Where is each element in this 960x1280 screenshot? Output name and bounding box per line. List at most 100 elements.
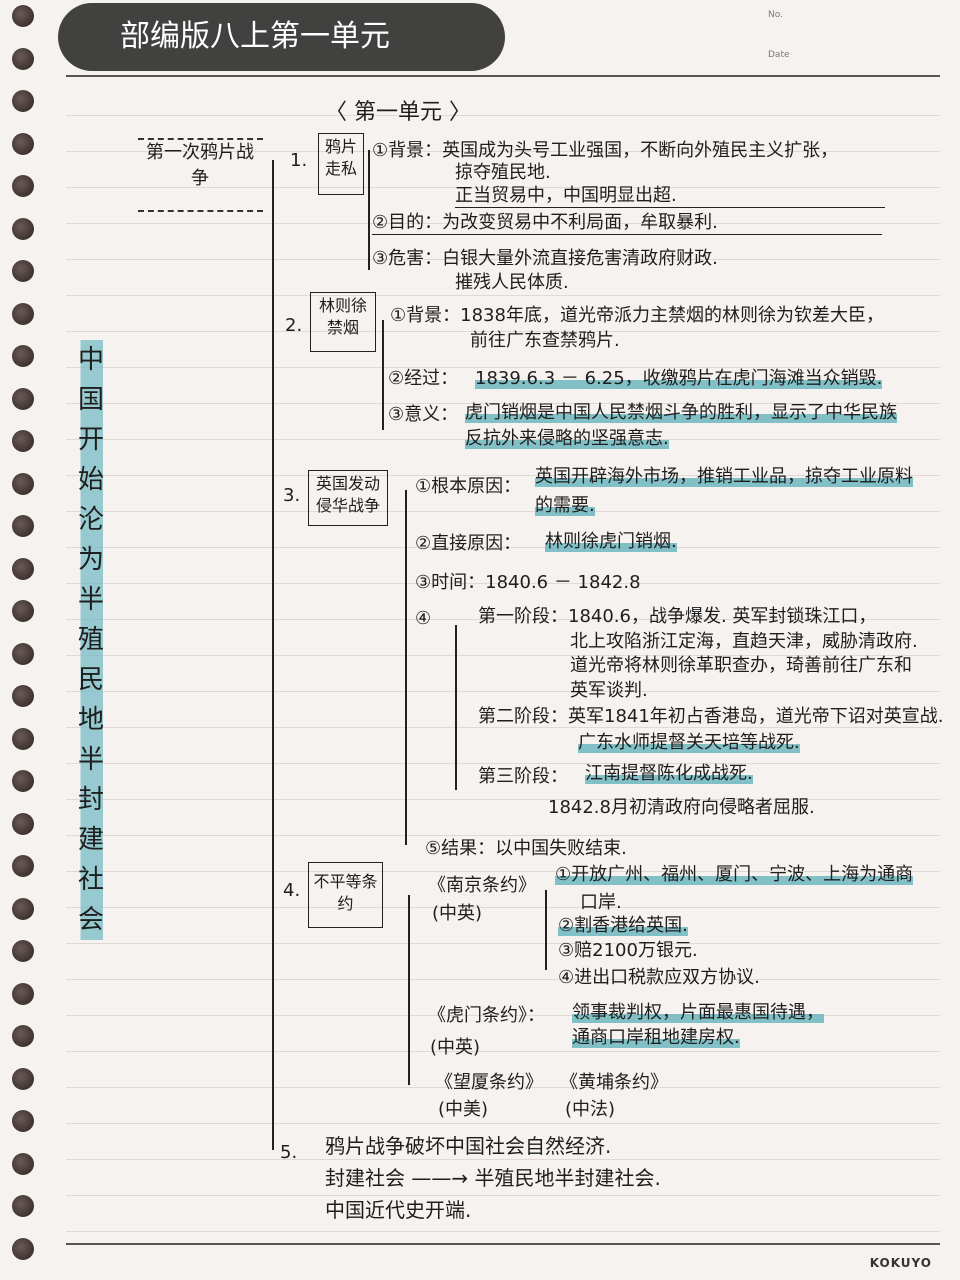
vertical-theme: 中国开始沦为半殖民地半封建社会: [76, 340, 106, 940]
binding-hole: [12, 387, 34, 410]
section-2-box: 林则徐禁烟: [310, 292, 376, 352]
bracket-3: [405, 490, 407, 845]
bracket-nanjing: [545, 890, 547, 970]
binding-hole: [12, 5, 34, 27]
s2-line: ②经过：: [388, 368, 459, 389]
binding-hole: [12, 515, 34, 537]
binding-hole: [12, 982, 34, 1005]
s3-line: 第一阶段：1840.6，战争爆发. 英军封锁珠江口，: [478, 606, 877, 627]
s4-line: 《南京条约》: [428, 875, 536, 896]
no-label: No.: [768, 10, 783, 20]
s4-line: 《虎门条约》：: [428, 1005, 545, 1026]
s2-line: 1839.6.3 － 6.25，收缴鸦片在虎门海滩当众销毁.: [475, 368, 883, 390]
s4-line: ④进出口税款应双方协议.: [558, 967, 760, 988]
binding-hole: [12, 727, 34, 750]
s4-line: (中英): [432, 903, 483, 924]
binding-hole: [12, 770, 34, 792]
s4-line: 通商口岸租地建房权.: [572, 1027, 740, 1049]
s4-line: (中英): [430, 1037, 481, 1058]
s3-line: 广东水师提督关天培等战死.: [578, 732, 800, 754]
bracket-1: [368, 150, 370, 270]
bracket-phases: [455, 625, 457, 790]
s3-line: ④: [415, 608, 432, 629]
s4-line: 《黄埔条约》: [560, 1072, 668, 1093]
s4-line: (中法): [565, 1099, 616, 1120]
s4-line: ②割香港给英国.: [558, 915, 688, 937]
binding-hole: [12, 1067, 34, 1090]
s5-line: 鸦片战争破坏中国社会自然经济.: [325, 1134, 612, 1158]
binding-hole: [12, 430, 34, 452]
s2-line: 反抗外来侵略的坚强意志.: [465, 428, 669, 450]
s2-line: 前往广东查禁鸦片.: [470, 330, 620, 351]
s1-line: ①背景：英国成为头号工业强国，不断向外殖民主义扩张，: [372, 140, 839, 161]
binding-hole: [12, 472, 34, 495]
section-2-number: 2.: [285, 315, 303, 336]
s1-line: ③危害：白银大量外流直接危害清政府财政.: [372, 248, 718, 269]
s3-line: 第二阶段：英军1841年初占香港岛，道光帝下诏对英宣战.: [478, 706, 944, 727]
trunk-line: [272, 160, 274, 1150]
s3-line: 北上攻陷浙江定海，直趋天津，威胁清政府.: [570, 631, 918, 652]
s4-line: 口岸.: [580, 892, 622, 913]
binding-hole: [12, 600, 34, 622]
section-3-box: 英国发动侵华战争: [308, 470, 388, 526]
s3-line: ③时间：1840.6 － 1842.8: [415, 572, 641, 593]
side-topic: 第一次鸦片战争: [146, 142, 254, 189]
s3-line: 英军谈判.: [570, 680, 648, 701]
binding-hole: [12, 302, 34, 325]
s3-line: 林则徐虎门销烟.: [545, 531, 677, 553]
section-5-number: 5.: [280, 1142, 298, 1163]
s3-line: ①根本原因：: [415, 476, 522, 497]
section-1-box: 鸦片走私: [318, 133, 364, 195]
s3-line: 道光帝将林则徐革职查办，琦善前往广东和: [570, 655, 912, 676]
s4-line: ①开放广州、福州、厦门、宁波、上海为通商: [555, 864, 914, 886]
binding-hole: [12, 940, 34, 962]
section-4-box: 不平等条约: [308, 862, 383, 928]
section-3-number: 3.: [283, 485, 301, 506]
s4-line: 《望厦条约》: [435, 1072, 543, 1093]
binding-hole: [12, 260, 34, 282]
wavy-line-bottom: [138, 210, 263, 218]
binding-hole: [12, 217, 34, 240]
overlay-label: 部编版八上第一单元: [58, 3, 505, 71]
binding-hole: [12, 897, 34, 920]
wavy-line-top: [138, 138, 263, 146]
bracket-4: [408, 895, 410, 1085]
s1-line: ②目的：为改变贸易中不利局面，牟取暴利.: [372, 212, 882, 235]
s4-line: (中美): [438, 1099, 489, 1120]
bracket-2: [382, 320, 384, 430]
binding-hole: [12, 47, 34, 70]
binding-hole: [12, 557, 34, 580]
brand-logo: KOKUYO: [869, 1256, 932, 1270]
binding-hole: [12, 1237, 34, 1260]
s2-line: ③意义：: [388, 404, 459, 425]
date-label: Date: [768, 50, 790, 60]
binding-hole: [12, 1152, 34, 1175]
binding-hole: [12, 685, 34, 707]
top-rule: [66, 75, 940, 77]
s3-line: 1842.8月初清政府向侵略者屈服.: [548, 797, 815, 818]
s3-line: 江南提督陈化成战死.: [585, 763, 753, 785]
s4-line: ③赔2100万银元.: [558, 940, 698, 961]
bottom-rule: [66, 1243, 940, 1245]
binding-hole: [12, 175, 34, 197]
s5-line: 封建社会 ——→ 半殖民地半封建社会.: [325, 1166, 661, 1190]
binding-hole: [12, 132, 34, 155]
s5-line: 中国近代史开端.: [325, 1198, 472, 1222]
binding-hole: [12, 345, 34, 367]
binding-hole: [12, 1110, 34, 1132]
s3-line: ⑤结果：以中国失败结束.: [425, 838, 627, 859]
s2-line: 虎门销烟是中国人民禁烟斗争的胜利，显示了中华民族: [465, 402, 897, 424]
ruled-lines: [66, 80, 940, 1240]
binding-hole: [12, 812, 34, 835]
s3-line: 第三阶段：: [478, 766, 568, 787]
unit-title: 〈 第一单元 〉: [325, 100, 471, 125]
s2-line: ①背景：1838年底，道光帝派力主禁烟的林则徐为钦差大臣，: [390, 305, 884, 326]
s4-line: 领事裁判权，片面最惠国待遇，: [572, 1002, 824, 1024]
s1-line: 摧残人民体质.: [455, 272, 569, 293]
section-4-number: 4.: [283, 880, 301, 901]
binding-hole: [12, 1195, 34, 1217]
s3-line: 英国开辟海外市场，推销工业品，掠夺工业原料: [535, 466, 913, 488]
binding-hole: [12, 642, 34, 665]
s3-line: ②直接原因：: [415, 533, 522, 554]
binding-hole: [12, 1025, 34, 1047]
